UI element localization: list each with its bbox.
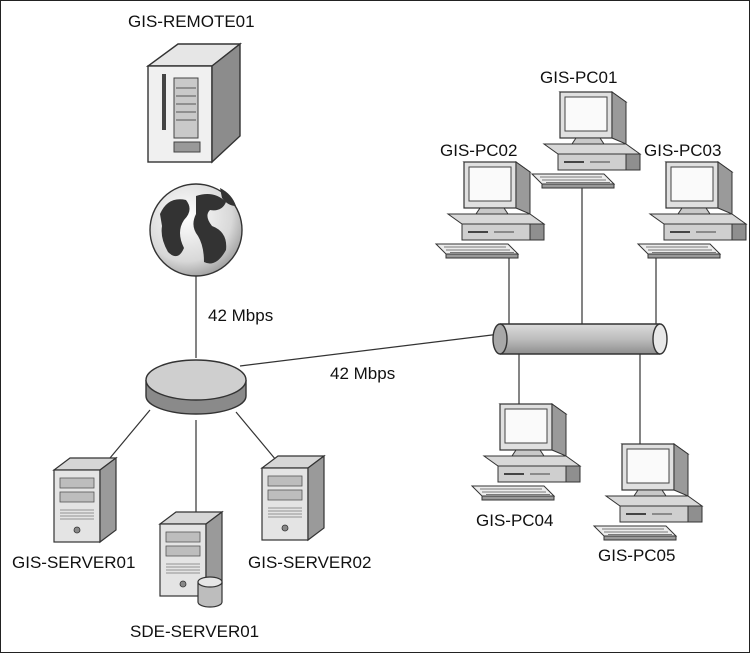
link-label-internet-router: 42 Mbps [208, 306, 274, 325]
link-router-server02 [235, 411, 277, 461]
node-label-server01: GIS-SERVER01 [12, 553, 136, 572]
router-icon [145, 359, 247, 415]
desktop-pc-icon [531, 91, 641, 189]
server-icon [53, 457, 117, 543]
network-bus-icon [492, 323, 668, 355]
desktop-pc-icon [637, 161, 747, 259]
desktop-pc-icon [593, 443, 703, 541]
link-router-server01 [109, 409, 151, 459]
globe-icon [149, 183, 243, 277]
node-label-remote: GIS-REMOTE01 [128, 12, 255, 31]
node-label-pc01: GIS-PC01 [540, 68, 618, 87]
database-server-icon [159, 511, 223, 608]
node-label-pc04: GIS-PC04 [476, 511, 554, 530]
node-label-pc05: GIS-PC05 [598, 546, 676, 565]
node-label-sde01: SDE-SERVER01 [130, 622, 260, 641]
server-icon [261, 455, 325, 541]
desktop-pc-icon [471, 403, 581, 501]
link-router-hub [239, 333, 501, 367]
node-label-server02: GIS-SERVER02 [248, 553, 372, 572]
node-label-pc02: GIS-PC02 [440, 141, 518, 160]
link-label-router-hub: 42 Mbps [330, 364, 396, 383]
node-label-pc03: GIS-PC03 [644, 141, 722, 160]
desktop-pc-icon [435, 161, 545, 259]
tower-server-icon [145, 42, 243, 164]
